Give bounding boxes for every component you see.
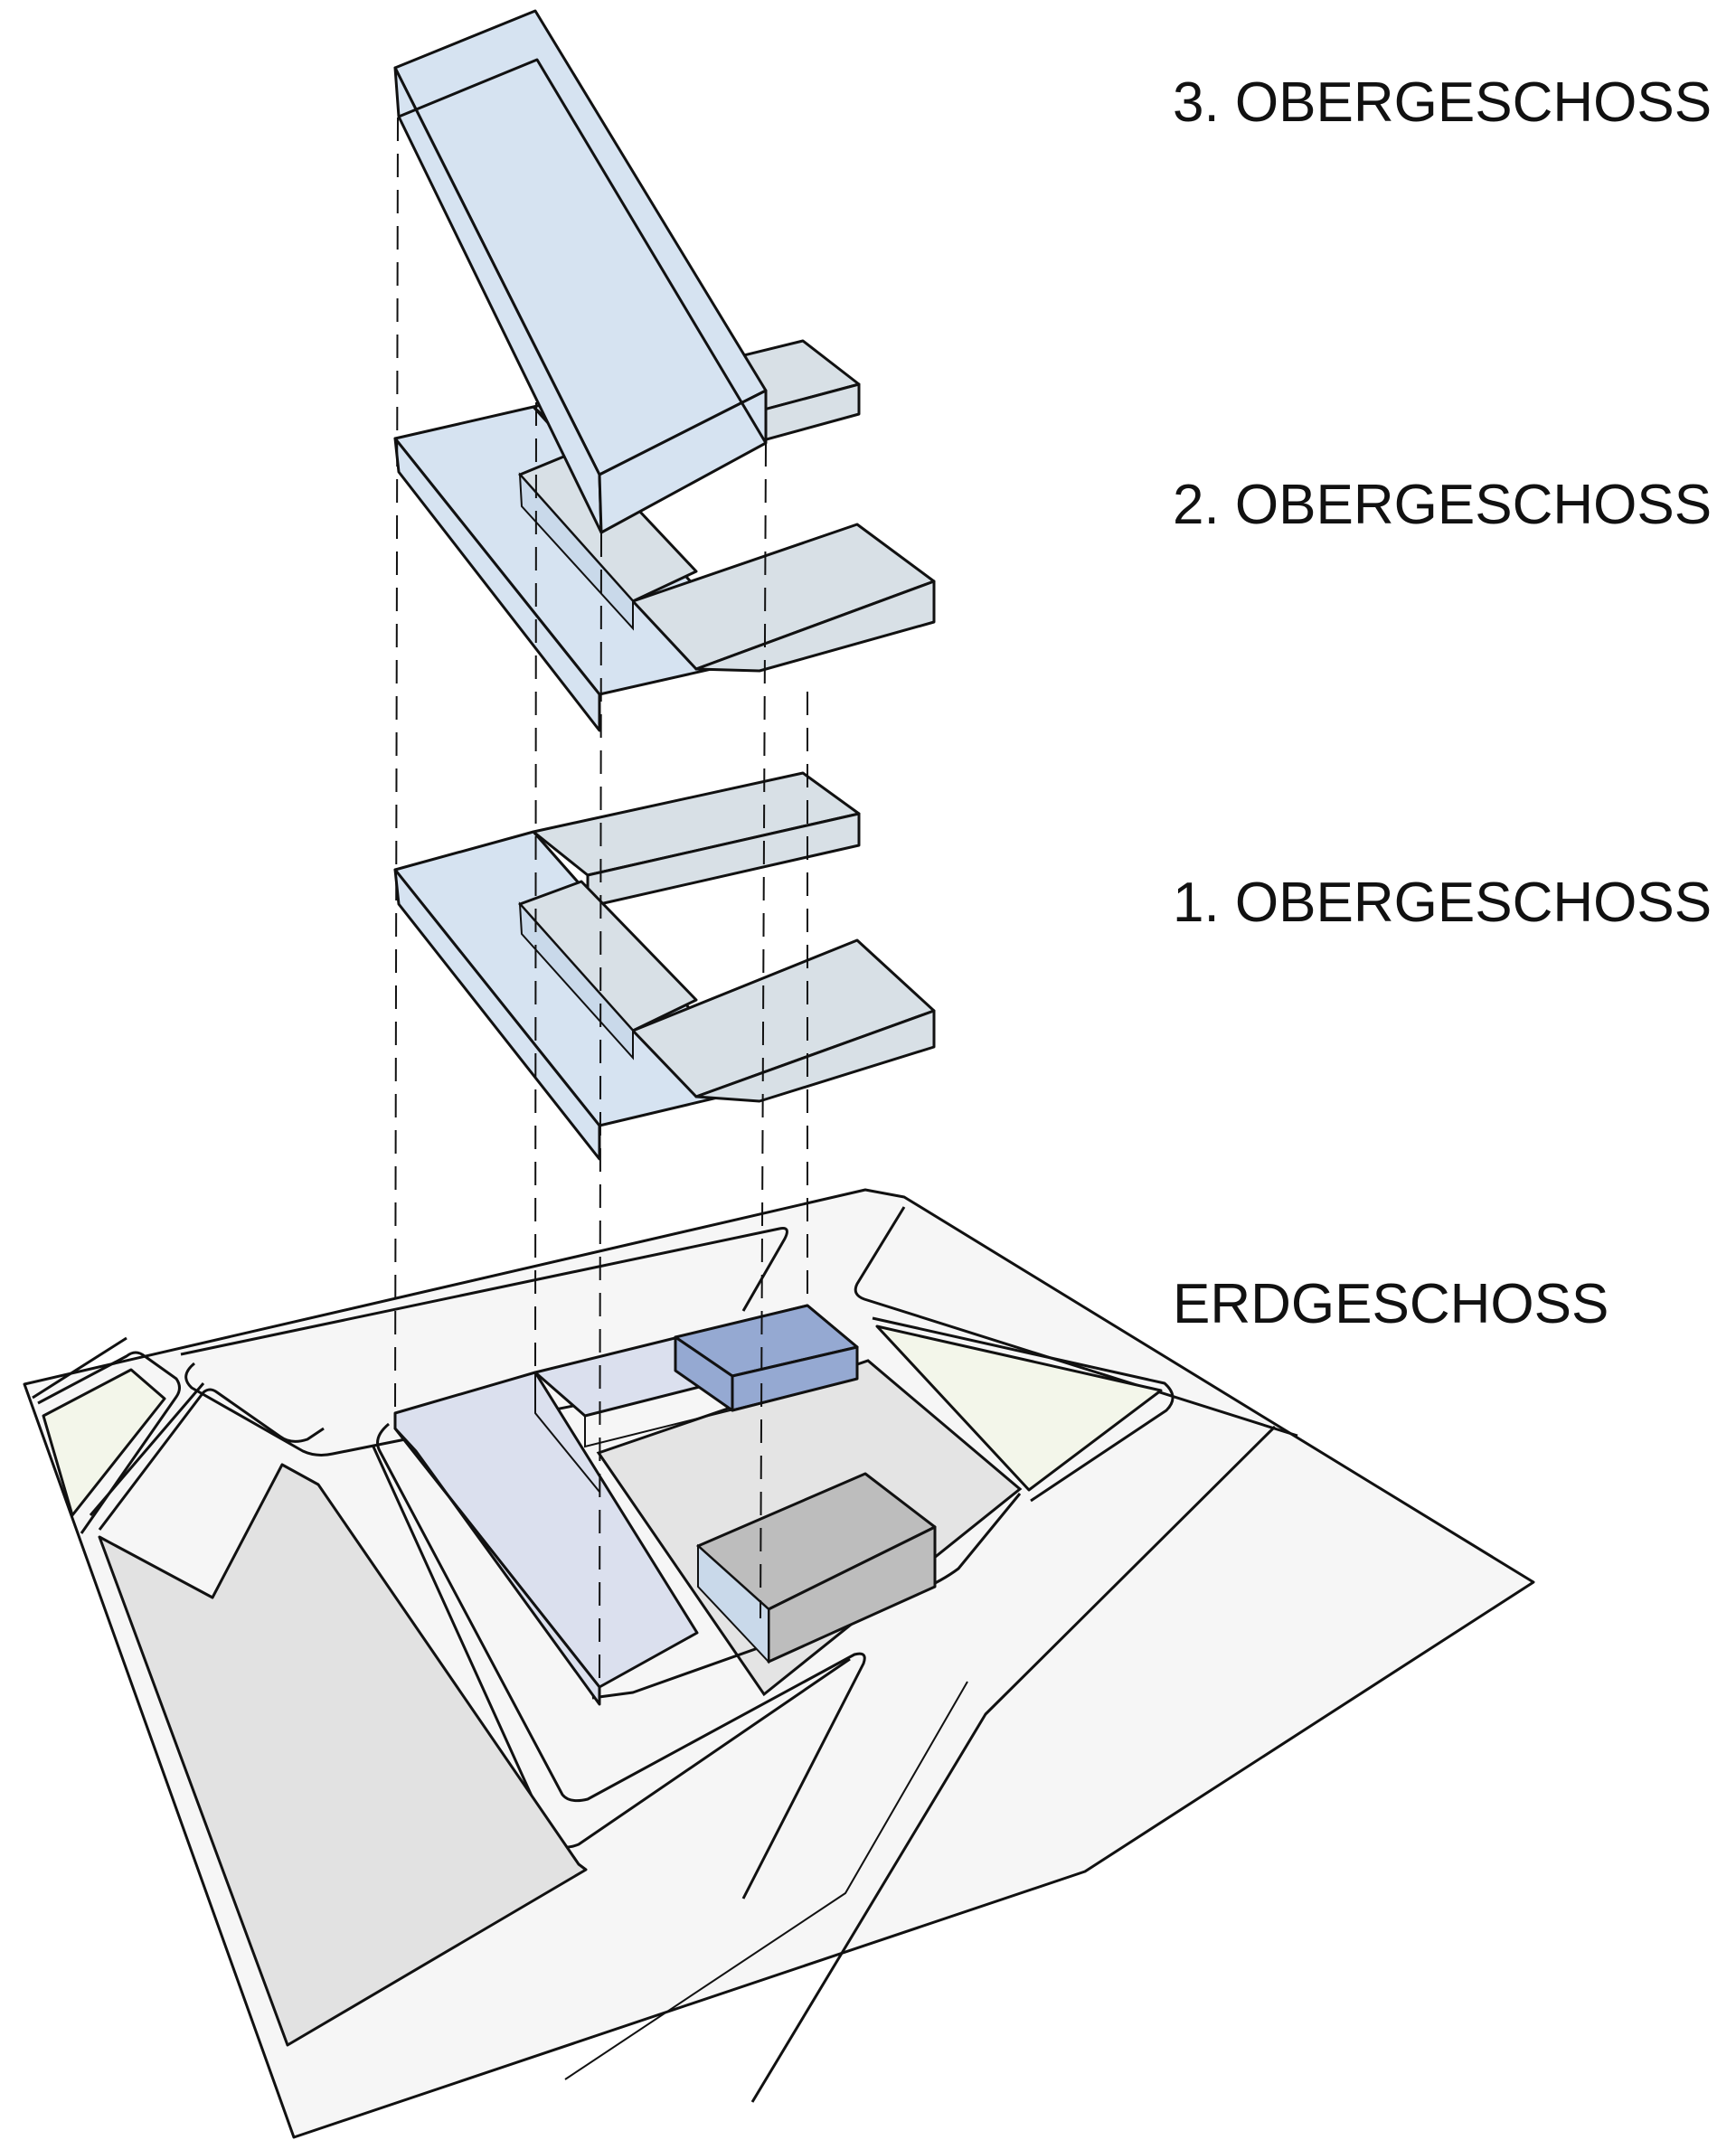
parcel-border <box>376 1422 866 1900</box>
projection-line-2 <box>534 401 537 1373</box>
ground-floor-volumes <box>393 1304 937 1706</box>
road-top <box>180 1227 788 1356</box>
road-right-edge <box>750 1425 1277 2103</box>
road-top-inner <box>184 1362 778 1457</box>
floor-og3 <box>393 9 768 534</box>
road-right-edge-2 <box>564 1681 968 2080</box>
label-erdgeschoss: ERDGESCHOSS <box>1173 1273 1609 1335</box>
og1-inner-side <box>518 901 634 1061</box>
lot-left-top <box>98 1388 325 1531</box>
projection-lines <box>394 117 808 1688</box>
eg-shaded-wing-side <box>697 1543 769 1664</box>
projection-line-4 <box>760 442 767 1619</box>
building-lot-left <box>98 1463 588 2047</box>
green-area-right <box>875 1325 1163 1492</box>
og1-right-wing-front <box>694 1009 936 1103</box>
eg-divider <box>534 1372 858 1493</box>
green-area-left <box>42 1368 166 1517</box>
green-area-right-border <box>872 1316 1175 1503</box>
label-1-obergeschoss: 1. OBERGESCHOSS <box>1173 872 1712 934</box>
og3-slab-top <box>393 9 768 476</box>
og2-inner-side <box>518 472 634 631</box>
road-left-line <box>32 1336 127 1400</box>
label-3-obergeschoss: 3. OBERGESCHOSS <box>1173 71 1712 134</box>
projection-line-1 <box>394 117 399 1414</box>
eg-volume-front <box>393 1427 601 1706</box>
og3-inner-edge <box>398 58 768 444</box>
projection-line-3 <box>599 533 602 1688</box>
label-2-obergeschoss: 2. OBERGESCHOSS <box>1173 474 1712 536</box>
eg-volume-left-wing <box>393 1371 699 1689</box>
green-left-border <box>37 1351 181 1534</box>
floor-og1 <box>393 771 936 1161</box>
og2-right-wing-front <box>694 580 936 673</box>
island-top-right <box>854 1206 1298 1438</box>
